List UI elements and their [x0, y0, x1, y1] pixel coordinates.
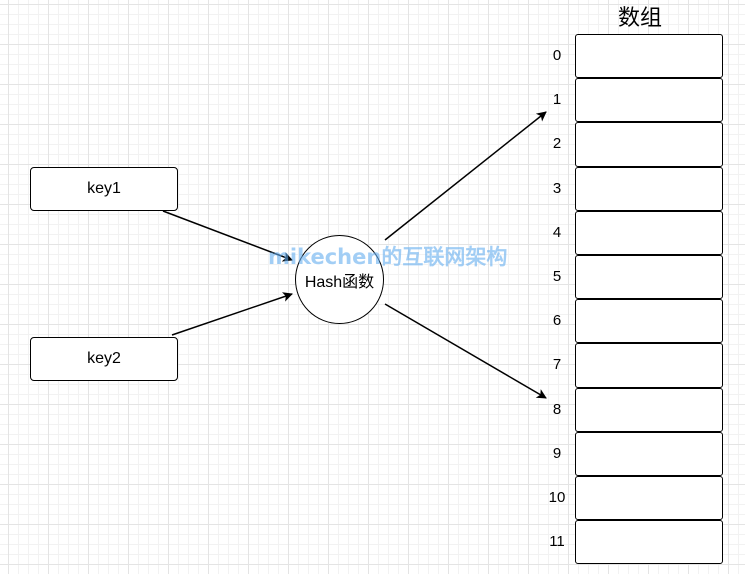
array-cell[interactable] [575, 122, 723, 167]
array-index-label: 0 [552, 47, 562, 64]
array-cell[interactable] [575, 475, 723, 521]
array-cell[interactable] [575, 299, 723, 344]
array-cell[interactable] [575, 254, 723, 300]
array-index-label: 6 [552, 312, 562, 330]
hash-function-label: Hash函数 [304, 273, 375, 291]
arrow-key2-to-hash [171, 292, 293, 336]
array-cells [575, 34, 723, 565]
arrow-hash-to-index-8 [384, 303, 547, 399]
hash-function-node[interactable]: Hash函数 [295, 235, 384, 324]
arrow-key1-to-hash [162, 210, 293, 262]
array-cell[interactable] [575, 431, 723, 476]
array-cell[interactable] [575, 387, 723, 432]
key1-label: key1 [87, 180, 121, 197]
key2-box[interactable]: key2 [30, 337, 178, 381]
arrow-hash-to-index-1 [384, 111, 547, 241]
array-cell[interactable] [575, 166, 723, 211]
array-index-label: 10 [548, 488, 566, 506]
array-index-label: 2 [552, 135, 562, 153]
key1-box[interactable]: key1 [30, 167, 178, 211]
array-title: 数组 [618, 6, 663, 31]
array-cell[interactable] [575, 78, 723, 123]
array-index-label: 1 [552, 91, 562, 109]
array-index-label: 11 [549, 533, 565, 551]
array-cell[interactable] [575, 343, 723, 388]
array-cell[interactable] [575, 520, 723, 565]
array-index-label: 8 [552, 400, 562, 418]
array-index-column: 0 1 2 3 4 5 6 7 8 9 10 11 [540, 34, 574, 564]
array-index-label: 7 [552, 356, 562, 374]
array-cell[interactable] [575, 34, 723, 79]
key2-label: key2 [87, 350, 121, 367]
array-index-label: 3 [552, 179, 562, 197]
array-index-label: 4 [552, 223, 562, 241]
array-index-label: 9 [552, 444, 562, 462]
array-index-label: 5 [552, 267, 562, 285]
array-cell[interactable] [575, 210, 723, 255]
